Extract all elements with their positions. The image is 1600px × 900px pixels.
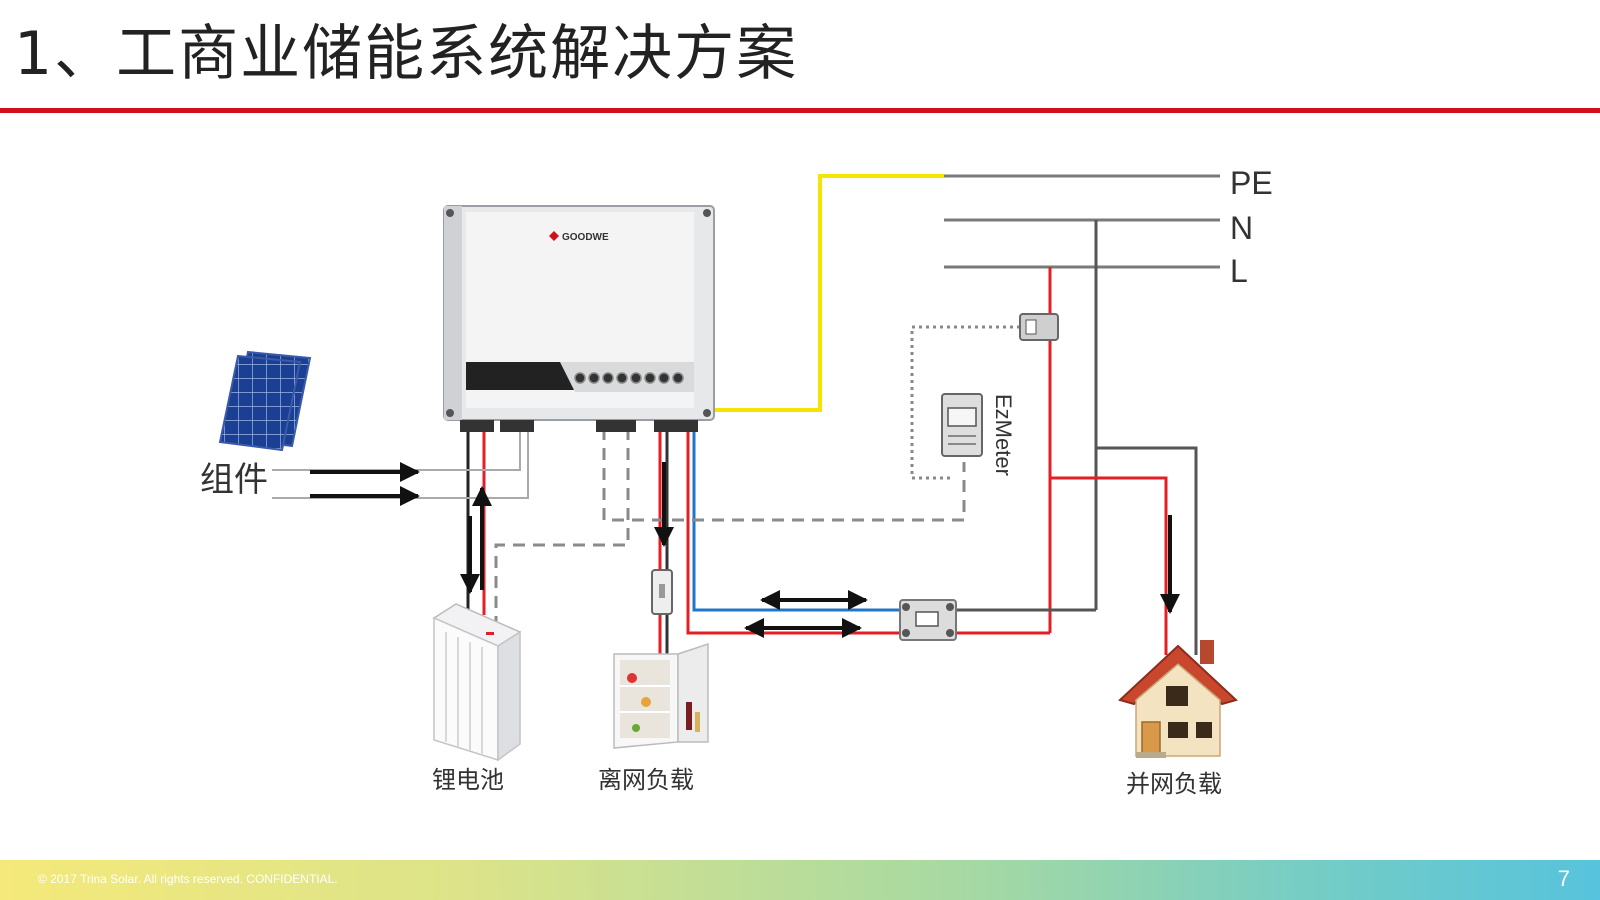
- offgrid-load-label: 离网负载: [598, 766, 694, 794]
- house-chimney: [1200, 640, 1214, 664]
- n-label: N: [1230, 210, 1253, 246]
- ct-window: [1025, 319, 1037, 335]
- meter-comm: [602, 428, 966, 522]
- inverter-backup-live: [686, 428, 900, 635]
- inverter-terminals: [460, 420, 698, 432]
- title-rule: [0, 108, 1600, 113]
- battery-indicator: [486, 632, 494, 635]
- led-icon: [672, 372, 684, 384]
- pv-string-2: [272, 428, 529, 499]
- pe-label: PE: [1230, 165, 1273, 201]
- terminal-block: [596, 420, 636, 432]
- ct-lead: [910, 325, 1020, 480]
- comm-wiring: [494, 428, 966, 628]
- battery-side: [497, 630, 521, 762]
- screw-icon: [446, 209, 454, 217]
- bottle-icon: [695, 712, 700, 732]
- house-steps: [1136, 752, 1166, 758]
- food-icon: [632, 724, 640, 732]
- grid-load-label: 并网负载: [1126, 770, 1222, 798]
- battery-label: 锂电池: [432, 766, 504, 794]
- page-number: 7: [1557, 866, 1570, 891]
- food-icon: [627, 673, 637, 683]
- pv-label: 组件: [200, 460, 268, 500]
- footer-bar: © 2017 Trina Solar. All rights reserved.…: [0, 860, 1600, 900]
- breaker-screw: [946, 603, 954, 611]
- breaker-switch-icon: [899, 599, 957, 641]
- slide-title: 1、工商业储能系统解决方案: [14, 19, 799, 89]
- fridge-outlet-slot: [659, 584, 665, 598]
- house-window: [1168, 722, 1188, 738]
- pv-panel-icon: [218, 350, 312, 452]
- inverter-side-rail: [444, 206, 462, 420]
- food-icon: [641, 697, 651, 707]
- dc-wiring: [272, 428, 529, 615]
- breaker-toggle: [915, 611, 939, 627]
- terminal-block: [500, 420, 534, 432]
- inverter-backup-neutral: [692, 428, 900, 612]
- refrigerator-icon: [613, 569, 709, 749]
- house-window: [1196, 722, 1212, 738]
- ac-wiring: [658, 220, 1198, 655]
- led-icon: [602, 372, 614, 384]
- breaker-screw: [946, 629, 954, 637]
- hybrid-inverter: GOODWE: [443, 205, 715, 432]
- live-to-grid-load: [1050, 476, 1168, 655]
- house-door: [1141, 721, 1161, 757]
- fridge-door: [677, 642, 709, 743]
- led-icon: [658, 372, 670, 384]
- house-window: [1166, 686, 1188, 706]
- battery-ribs: [445, 632, 483, 755]
- current-transformer-icon: [1019, 313, 1059, 341]
- breaker-screw: [902, 603, 910, 611]
- pv-panel-front: [218, 354, 302, 452]
- footer-copyright: © 2017 Trina Solar. All rights reserved.…: [38, 872, 338, 886]
- ez-meter-icon: [941, 393, 983, 457]
- terminal-block: [460, 420, 494, 432]
- meter-label: EzMeter: [991, 394, 1016, 476]
- neutral-to-grid-load: [1096, 446, 1198, 655]
- led-icon: [616, 372, 628, 384]
- led-icon: [644, 372, 656, 384]
- inverter-status-leds: [574, 372, 684, 384]
- lithium-battery-icon: [432, 603, 522, 762]
- house-icon: [1118, 640, 1238, 758]
- led-icon: [630, 372, 642, 384]
- inverter-brand: GOODWE: [562, 232, 609, 243]
- led-icon: [574, 372, 586, 384]
- screw-icon: [703, 209, 711, 217]
- l-label: L: [1230, 253, 1248, 289]
- flow-arrows: [310, 462, 1180, 638]
- led-icon: [588, 372, 600, 384]
- terminal-block: [654, 420, 698, 432]
- bms-comm: [494, 428, 630, 628]
- goodwe-logo-icon: [549, 231, 559, 241]
- breaker-screw: [902, 629, 910, 637]
- meter-screen: [947, 407, 977, 427]
- screw-icon: [703, 409, 711, 417]
- earth-wire: [714, 174, 944, 412]
- screw-icon: [446, 409, 454, 417]
- bottle-icon: [686, 702, 692, 730]
- grid-bus: PE N L: [940, 165, 1273, 289]
